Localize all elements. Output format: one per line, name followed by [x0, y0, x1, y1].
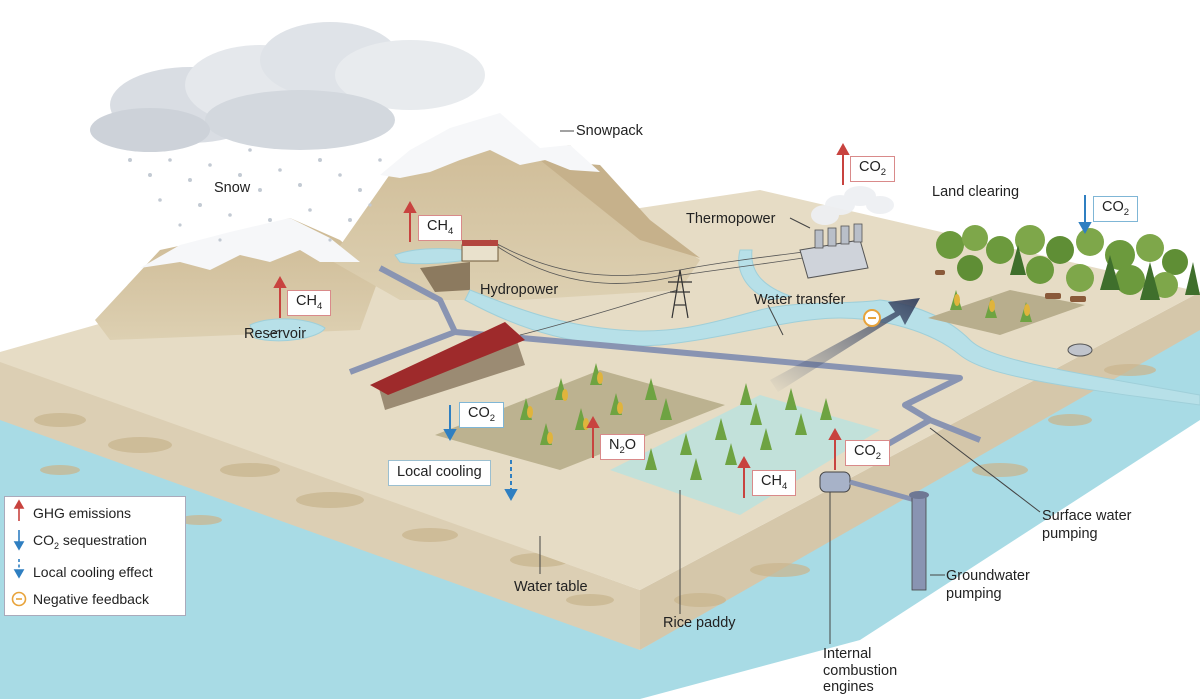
transfer-channel: [738, 249, 792, 301]
dam-wall: [420, 262, 470, 292]
box-co2-farm-main: CO: [468, 405, 490, 421]
legend-co2-sequestration: CO2 sequestration: [33, 532, 147, 551]
feedback-symbol: [863, 309, 881, 327]
legend-local-cooling: Local cooling effect: [33, 564, 153, 580]
box-co2-farm-sub: 2: [489, 412, 496, 424]
label-hydropower: Hydropower: [480, 282, 559, 298]
pump-engine: [819, 471, 929, 591]
power-lines: [489, 239, 823, 336]
box-ch4-upper: CH4: [418, 215, 463, 242]
emission-arrows: [273, 142, 850, 498]
box-local-cooling: Local cooling: [388, 460, 491, 486]
box-ch4-paddy-main: CH: [761, 473, 782, 489]
label-water-table: Water table: [514, 579, 588, 595]
label-groundwater-pumping: Groundwater pumping: [946, 567, 1030, 603]
rice-plants: [520, 290, 1032, 480]
well: [1067, 343, 1093, 357]
box-co2-thermo-main: CO: [859, 159, 881, 175]
label-snow: Snow: [214, 180, 251, 196]
box-n2o-tail: O: [624, 437, 637, 453]
box-ch4-left-sub: 4: [316, 300, 323, 312]
legend-sequestration-icon: [13, 530, 25, 551]
label-rice-paddy: Rice paddy: [663, 615, 736, 631]
legend-emission-icon: [13, 499, 25, 521]
box-ch4-paddy: CH4: [752, 470, 797, 497]
legend-negative-feedback: Negative feedback: [33, 591, 149, 607]
farm-barn: [370, 322, 525, 410]
box-n2o: N2O: [600, 434, 646, 461]
label-ice-line1: Internal: [823, 646, 872, 662]
box-co2-thermo: CO2: [850, 156, 896, 183]
legend: GHG emissions CO2 sequestration Local co…: [4, 496, 186, 616]
legend-seq-tail: sequestration: [59, 532, 147, 548]
box-co2-engine: CO2: [845, 440, 891, 467]
snowcap-left: [140, 218, 360, 270]
label-ice-line3: engines: [823, 679, 874, 696]
box-co2-engine-sub: 2: [875, 450, 882, 462]
box-ch4-left-main: CH: [296, 293, 317, 309]
snowcap-main: [380, 113, 600, 178]
box-ch4-upper-main: CH: [427, 218, 448, 234]
label-land-clearing: Land clearing: [932, 184, 1020, 200]
mountain-back: [540, 160, 700, 258]
legend-seq-main: CO: [33, 532, 54, 548]
legend-cooling-icon: [13, 559, 25, 579]
box-ch4-upper-sub: 4: [447, 225, 454, 237]
rice-paddy-field: [610, 395, 880, 515]
pylon: [668, 269, 692, 319]
legend-feedback-icon: [11, 591, 27, 607]
box-co2-forest: CO2: [1093, 196, 1139, 223]
box-n2o-sub: 2: [619, 444, 625, 456]
negative-feedback-arrow: [770, 298, 920, 392]
box-co2-forest-main: CO: [1102, 199, 1124, 215]
label-ice-line2: combustion: [823, 662, 898, 679]
legend-seq-sub: 2: [54, 540, 60, 551]
reservoir-water: [249, 318, 326, 342]
box-co2-engine-main: CO: [854, 443, 876, 459]
label-surface-water-pumping: Surface water pumping: [1042, 507, 1131, 543]
river-channel: [464, 289, 1200, 406]
box-ch4-left: CH4: [287, 290, 332, 317]
leader-lines: [267, 130, 1041, 644]
steam-plumes: [811, 186, 894, 225]
thermopower-plant: [799, 186, 894, 279]
legend-ghg-emissions: GHG emissions: [33, 505, 132, 521]
log-piles: [935, 270, 1086, 302]
label-surface-water-line2: pumping: [1042, 526, 1098, 543]
cleared-field: [928, 290, 1085, 335]
box-co2-farm: CO2: [459, 402, 505, 429]
sequestration-arrows: [443, 195, 1092, 502]
snowflakes: [128, 148, 382, 242]
snow-cloud: [90, 22, 485, 242]
label-thermopower: Thermopower: [686, 211, 776, 227]
forest: [936, 225, 1200, 300]
label-reservoir: Reservoir: [244, 326, 307, 342]
box-ch4-paddy-sub: 4: [781, 480, 788, 492]
hydropower-building: [461, 240, 499, 262]
box-n2o-main: N: [609, 437, 620, 453]
box-co2-forest-sub: 2: [1123, 206, 1130, 218]
box-co2-thermo-sub: 2: [880, 166, 887, 178]
label-surface-water-line1: Surface water: [1042, 508, 1132, 524]
legend-icons: [11, 499, 27, 607]
label-water-transfer: Water transfer: [754, 292, 846, 308]
label-groundwater-line2: pumping: [946, 586, 1002, 603]
label-internal-combustion-engines: Internal combustion engines: [823, 646, 897, 696]
label-snowpack: Snowpack: [576, 123, 643, 139]
label-groundwater-line1: Groundwater: [946, 568, 1030, 584]
wheat-heads: [527, 294, 1030, 444]
